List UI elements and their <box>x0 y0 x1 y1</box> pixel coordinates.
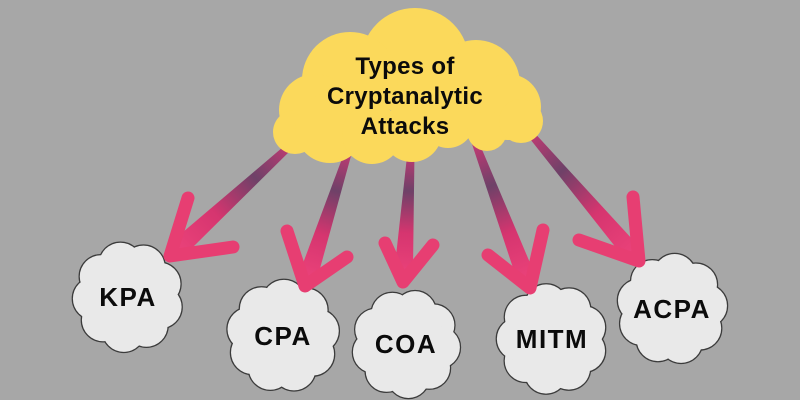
arrow-shaft <box>526 129 641 261</box>
arrowhead-icon <box>163 191 240 263</box>
arrow-shaft <box>393 151 415 277</box>
title-cloud <box>273 8 543 164</box>
arrow-to-mitm <box>471 140 550 295</box>
node-label-mitm: MITM <box>515 324 589 354</box>
title-line-2: Cryptanalytic <box>327 83 483 110</box>
node-cloud-kpa <box>71 241 183 354</box>
node-cloud-acpa <box>616 252 729 365</box>
arrow-shaft <box>298 148 353 283</box>
node-label-kpa: KPA <box>99 282 157 312</box>
title-line-1: Types of <box>355 53 455 80</box>
node-label-acpa: ACPA <box>633 294 711 324</box>
node-label-cpa: CPA <box>254 321 312 351</box>
arrow-to-kpa <box>163 141 295 263</box>
node-cloud-cpa <box>226 278 341 392</box>
arrowhead-icon <box>378 236 440 289</box>
arrow-to-acpa <box>526 129 646 268</box>
arrow-to-cpa <box>280 148 354 293</box>
arrowhead-icon <box>280 224 354 293</box>
node-cloud-coa <box>351 289 462 400</box>
node-label-coa: COA <box>374 329 438 359</box>
arrow-to-coa <box>378 151 440 289</box>
arrow-shaft <box>471 140 537 285</box>
node-cloud-mitm <box>495 283 607 395</box>
arrowhead-icon <box>481 223 550 295</box>
title-cloud-text: Types of Cryptanalytic Attacks <box>285 52 525 142</box>
title-line-3: Attacks <box>360 113 450 140</box>
arrow-shaft <box>169 141 295 258</box>
arrowhead-icon <box>572 190 646 268</box>
